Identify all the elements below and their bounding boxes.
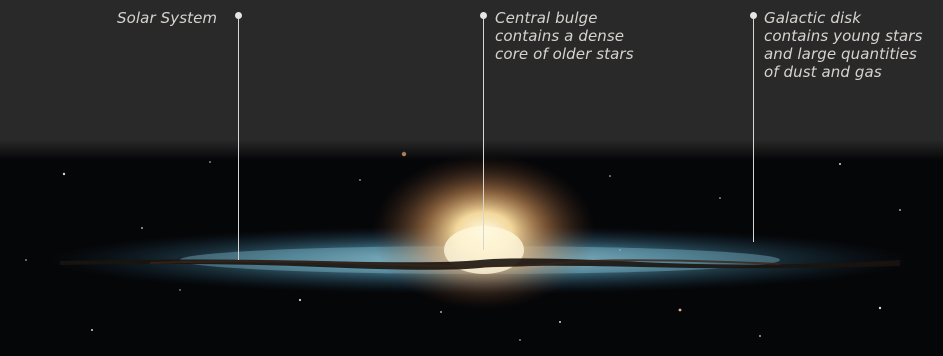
galactic-disk-marker-dot xyxy=(750,12,757,19)
central-bulge-leader-line xyxy=(483,18,484,250)
galactic-disk-label-line: Galactic disk xyxy=(764,9,861,27)
galaxy-image xyxy=(0,140,943,356)
galactic-disk-label-line: contains young stars xyxy=(764,27,923,45)
central-bulge-label-line: core of older stars xyxy=(495,45,634,63)
galactic-disk-leader-line xyxy=(753,18,754,242)
solar-system-label: Solar System xyxy=(117,9,217,27)
central-bulge-label-line: Central bulge xyxy=(495,9,598,27)
central-bulge-label: Central bulge contains a dense core of o… xyxy=(495,9,634,63)
galactic-disk-label-line: and large quantities xyxy=(764,45,917,63)
solar-system-leader-line xyxy=(238,18,239,260)
solar-system-label-line: Solar System xyxy=(117,9,218,27)
galactic-disk-label: Galactic disk contains young stars and l… xyxy=(764,9,923,81)
central-bulge-marker-dot xyxy=(480,12,487,19)
solar-system-marker-dot xyxy=(235,12,242,19)
galactic-disk-label-line: of dust and gas xyxy=(764,63,882,81)
central-bulge-label-line: contains a dense xyxy=(495,27,625,45)
